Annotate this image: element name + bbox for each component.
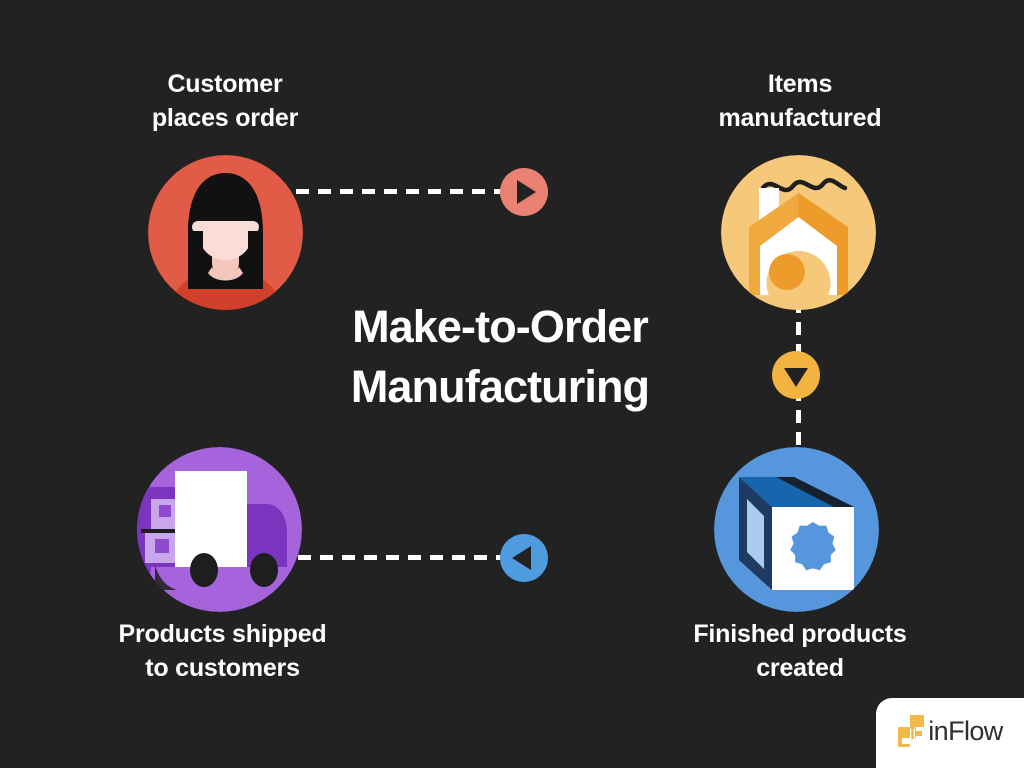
triangle-right-icon: [517, 180, 536, 204]
triangle-down-icon: [784, 368, 808, 387]
arrow-marker-left: [500, 534, 548, 582]
node-icon-products-shipped: [137, 447, 302, 612]
inflow-logo-text: inFlow: [928, 715, 1003, 746]
triangle-left-icon: [512, 546, 531, 570]
page-title: Make-to-Order Manufacturing: [350, 301, 650, 413]
node-label-finished-products: Finished products created: [693, 620, 907, 682]
connector-line-finished-to-shipped: [298, 555, 512, 560]
connector-line-customer-to-items: [296, 189, 512, 194]
inflow-mark-icon: [898, 715, 925, 747]
node-icon-items-manufactured: [721, 155, 876, 310]
delivery-truck-icon: [137, 447, 302, 612]
arrow-marker-down: [772, 351, 820, 399]
node-icon-customer: [148, 155, 303, 310]
inflow-logo: inFlow: [876, 698, 1024, 768]
package-box-icon: [714, 447, 879, 612]
arrow-marker-right: [500, 168, 548, 216]
node-label-items-manufactured: Items manufactured: [718, 70, 882, 132]
seal-starburst-icon: [790, 522, 836, 571]
factory-building-icon: [721, 155, 876, 310]
node-icon-finished-products: [714, 447, 879, 612]
node-label-customer: Customer places order: [151, 70, 299, 132]
person-avatar-icon: [148, 155, 303, 310]
node-label-products-shipped: Products shipped to customers: [118, 620, 327, 682]
